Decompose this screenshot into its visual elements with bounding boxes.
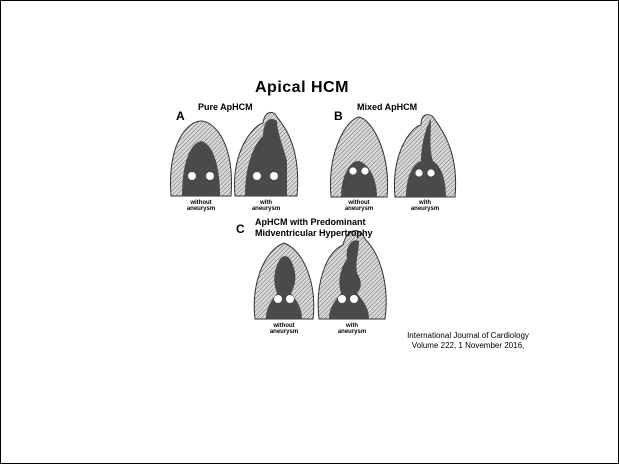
heart-a-with-aneurysm	[235, 112, 298, 196]
panel-c-letter: C	[236, 222, 245, 236]
figure-title: Apical HCM	[255, 79, 349, 97]
heart-c-without-aneurysm	[254, 243, 314, 319]
panel-a-letter: A	[176, 109, 185, 123]
panel-b-letter: B	[334, 109, 343, 123]
citation-volume: Volume 222, 1 November 2016,	[393, 341, 543, 351]
citation-journal: International Journal of Cardiology	[393, 331, 543, 341]
panel-b-title: Mixed ApHCM	[357, 102, 417, 112]
panel-a-title: Pure ApHCM	[198, 102, 253, 112]
heart-a-without-aneurysm	[171, 121, 232, 196]
citation: International Journal of Cardiology Volu…	[393, 331, 543, 351]
heart-c-with-aneurysm	[318, 231, 386, 319]
heart-b-with-aneurysm	[394, 115, 455, 197]
heart-b-without-aneurysm	[330, 117, 387, 197]
